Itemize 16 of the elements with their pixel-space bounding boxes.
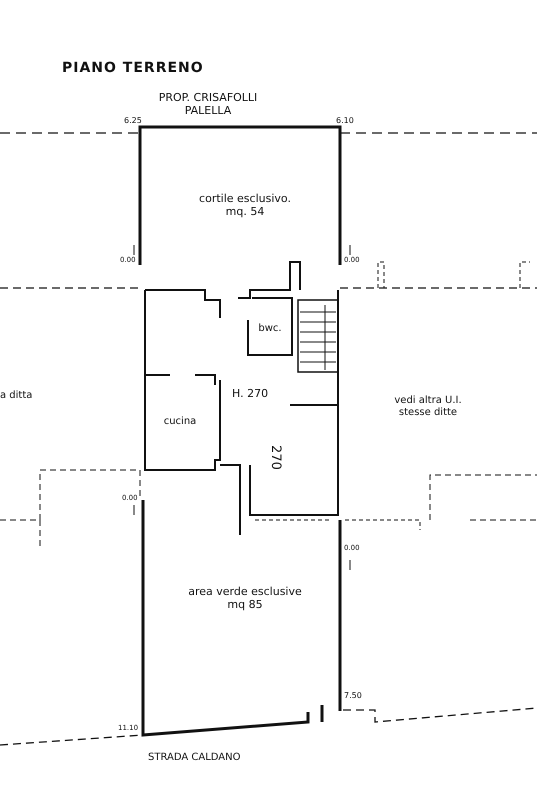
elevation-mark: 6.25: [124, 116, 142, 126]
room-label: cortile esclusivo.: [199, 192, 291, 205]
room-label: mq. 54: [226, 205, 264, 218]
plan-title: PIANO TERRENO: [62, 60, 204, 76]
room-label: area verde esclusive: [188, 585, 302, 598]
elevation-mark: 7.50: [344, 691, 362, 700]
neighbour-note: a ditta: [0, 390, 32, 402]
owner-note: PROP. CRISAFOLLI PALELLA: [158, 92, 258, 118]
neighbour-note: vedi altra U.I. stesse ditte: [393, 395, 463, 418]
room-label: cucina: [164, 416, 196, 426]
street-name: STRADA CALDANO: [148, 752, 240, 764]
height-mark: 270: [266, 445, 282, 470]
room-label: bwc.: [258, 322, 282, 334]
room-label: mq 85: [227, 598, 263, 611]
elevation-mark: 6.10: [336, 116, 354, 126]
height-mark: H. 270: [232, 388, 268, 401]
